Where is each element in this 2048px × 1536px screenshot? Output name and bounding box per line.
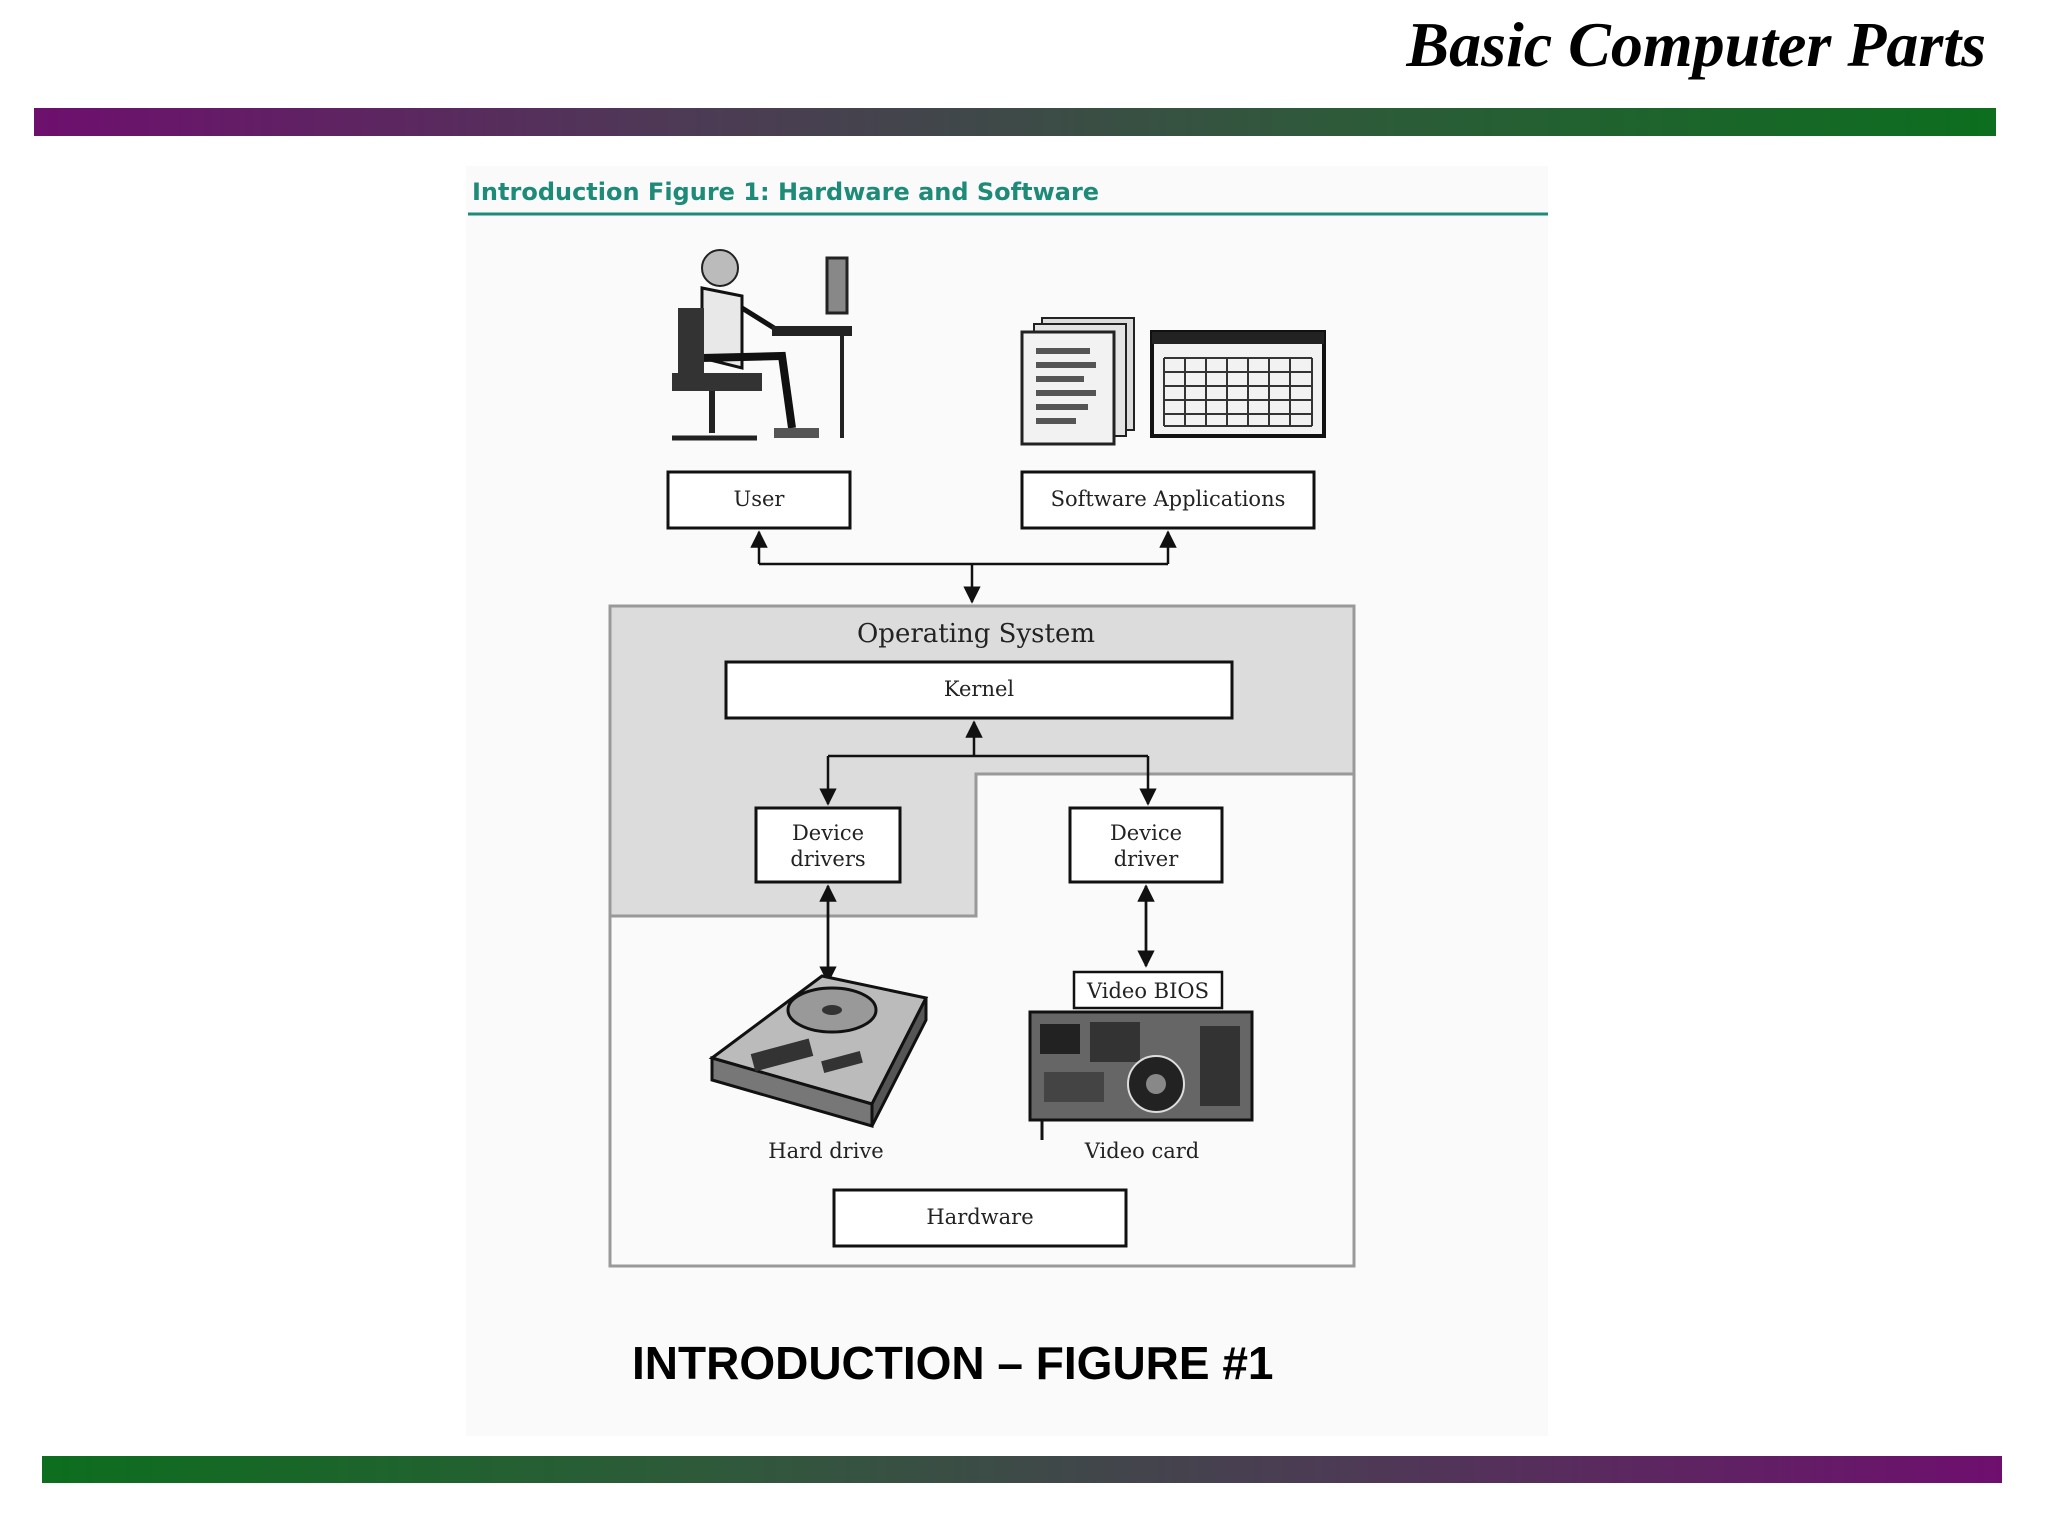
hard-drive-label: Hard drive	[768, 1139, 883, 1163]
top-connector	[750, 530, 1177, 604]
driver-hardware-connector	[819, 884, 1155, 984]
device-driver-label-line2: driver	[1114, 847, 1179, 871]
device-drivers-label-line1: Device	[792, 821, 864, 845]
software-applications-label: Software Applications	[1051, 487, 1286, 511]
user-label: User	[734, 487, 786, 511]
device-drivers-box	[754, 806, 902, 884]
video-bios-label: Video BIOS	[1086, 979, 1209, 1003]
figure-caption: INTRODUCTION – FIGURE #1	[632, 1337, 1274, 1389]
software-documents-icon	[1020, 317, 1326, 446]
device-driver-box	[1068, 806, 1224, 884]
hard-drive-icon	[708, 974, 929, 1128]
video-bios-box	[1072, 970, 1224, 1010]
user-at-computer-icon	[662, 238, 862, 458]
figure-area: Introduction Figure 1: Hardware and Soft…	[466, 166, 1548, 1436]
hardware-box	[832, 1188, 1128, 1248]
top-gradient-band	[34, 108, 1996, 136]
kernel-label: Kernel	[944, 677, 1015, 701]
hardware-label: Hardware	[926, 1205, 1033, 1229]
video-card-icon	[1028, 1010, 1254, 1140]
user-box	[666, 470, 852, 530]
video-card-label: Video card	[1084, 1139, 1199, 1163]
slide-title: Basic Computer Parts	[1406, 9, 1986, 80]
device-driver-label-line1: Device	[1110, 821, 1182, 845]
kernel-driver-connector	[819, 720, 1157, 806]
software-applications-box	[1020, 470, 1316, 530]
operating-system-label: Operating System	[857, 619, 1095, 649]
device-drivers-label-line2: drivers	[790, 847, 865, 871]
kernel-box	[724, 660, 1234, 720]
bottom-gradient-band	[42, 1456, 2002, 1483]
hardware-region	[608, 772, 1356, 1268]
figure-heading: Introduction Figure 1: Hardware and Soft…	[472, 178, 1099, 206]
hardware-software-diagram: Introduction Figure 1: Hardware and Soft…	[468, 178, 1548, 1268]
